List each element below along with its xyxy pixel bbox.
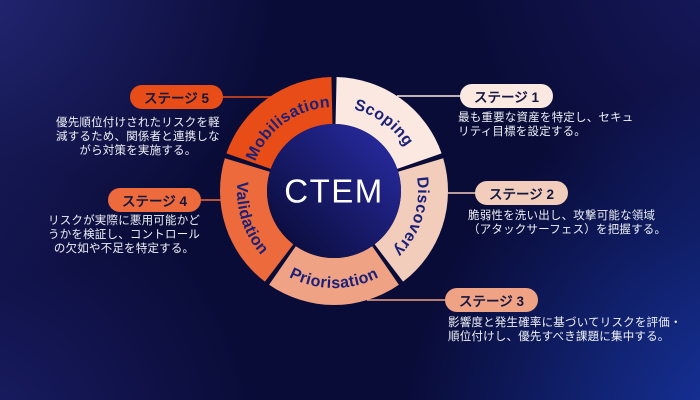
wheel-segments: ScopingDiscoveryPriorisationValidationMo… [220,77,448,305]
stage-5-pill: ステージ 5 [130,85,223,109]
stage-2-pill: ステージ 2 [475,181,568,205]
stage-2-description: 脆弱性を洗い出し、攻撃可能な領域 （アタックサーフェス）を把握する。 [468,210,667,237]
stage-1-pill-label: ステージ 1 [474,90,539,105]
segment-mobilisation [226,77,333,169]
stage-5-description: 優先順位付けされたリスクを軽 減するため、関係者と連携しな がら対策を実施する。 [56,117,220,158]
stage-1-description: 最も重要な資産を特定し、セキュ リティ目標を設定する。 [458,112,634,139]
stage-4-description: リスクが実際に悪用可能かど うかを検証し、コントロール の欠如や不足を特定する。 [48,215,201,256]
center-title: CTEM [284,173,384,210]
segment-priorisation [269,246,399,305]
segment-discovery [374,158,448,282]
segment-scoping [335,77,442,169]
stage-1-pill: ステージ 1 [460,84,553,108]
center-circle [267,124,401,258]
stage-4-pill: ステージ 4 [108,188,201,212]
stage-3-description: 影響度と発生確率に基づいてリスクを評価・ 順位付けし、優先すべき課題に集中する。 [448,317,682,344]
stage-3-pill-label: ステージ 3 [459,294,524,309]
stage-4-pill-label: ステージ 4 [122,194,187,209]
stage-2-pill-label: ステージ 2 [489,187,554,202]
stage-5-pill-label: ステージ 5 [144,91,209,106]
segment-validation [220,158,294,282]
stage-3-pill: ステージ 3 [445,288,538,312]
